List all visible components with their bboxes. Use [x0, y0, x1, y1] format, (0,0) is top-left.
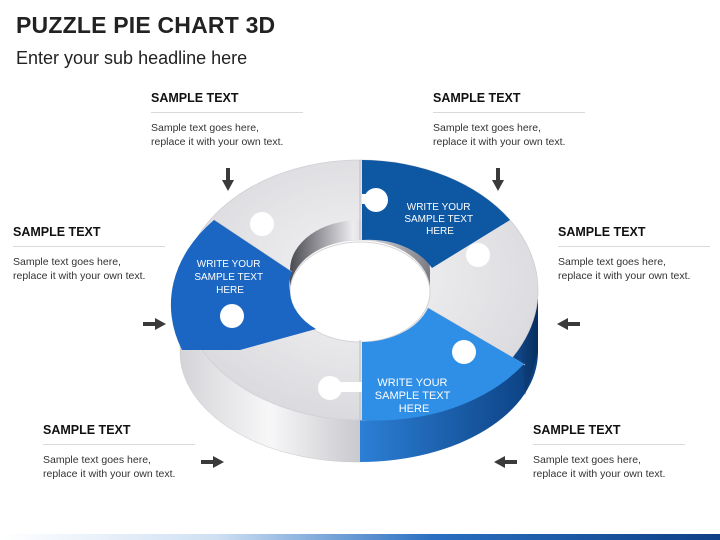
- callout-body: Sample text goes here, replace it with y…: [151, 121, 311, 149]
- puzzle-knob: [250, 212, 274, 236]
- callout-body: Sample text goes here, replace it with y…: [558, 255, 718, 283]
- callout-heading: SAMPLE TEXT: [433, 91, 585, 113]
- arrow-down-icon: [492, 168, 504, 191]
- callout-line: Sample text goes here,: [558, 256, 666, 268]
- callout-heading: SAMPLE TEXT: [558, 225, 710, 247]
- puzzle-knob: [220, 304, 244, 328]
- callout-line: replace it with your own text.: [43, 468, 176, 480]
- callout-top-right: SAMPLE TEXT Sample text goes here, repla…: [433, 91, 593, 149]
- arrow-right-icon: [143, 318, 166, 330]
- callout-body: Sample text goes here, replace it with y…: [43, 453, 203, 481]
- puzzle-piece-top-right: [362, 160, 510, 268]
- callout-middle-right: SAMPLE TEXT Sample text goes here, repla…: [558, 225, 718, 283]
- callout-line: replace it with your own text.: [13, 270, 146, 282]
- callout-top-left: SAMPLE TEXT Sample text goes here, repla…: [151, 91, 311, 149]
- callout-line: Sample text goes here,: [43, 454, 151, 466]
- puzzle-piece-left: [170, 220, 316, 350]
- callout-heading: SAMPLE TEXT: [533, 423, 685, 445]
- puzzle-piece-bottom-right: [362, 308, 524, 421]
- arrow-left-icon: [557, 318, 580, 330]
- piece-label-bottom-right: WRITE YOUR SAMPLE TEXT HERE: [375, 377, 453, 415]
- puzzle-knob: [318, 376, 342, 400]
- piece-label-left: WRITE YOUR SAMPLE TEXT HERE: [194, 259, 265, 296]
- callout-middle-left: SAMPLE TEXT Sample text goes here, repla…: [13, 225, 173, 283]
- callout-line: Sample text goes here,: [433, 122, 541, 134]
- arrow-left-icon: [494, 456, 517, 468]
- callout-heading: SAMPLE TEXT: [151, 91, 303, 113]
- callout-line: Sample text goes here,: [151, 122, 259, 134]
- page-title: PUZZLE PIE CHART 3D: [16, 12, 276, 38]
- ring-side-right-blue: [360, 290, 538, 462]
- callout-body: Sample text goes here, replace it with y…: [533, 453, 693, 481]
- arrow-right-icon: [201, 456, 224, 468]
- callout-heading: SAMPLE TEXT: [13, 225, 165, 247]
- callout-line: replace it with your own text.: [151, 136, 284, 148]
- callout-body: Sample text goes here, replace it with y…: [433, 121, 593, 149]
- puzzle-knob: [452, 340, 476, 364]
- page-subtitle: Enter your sub headline here: [16, 48, 248, 68]
- callout-line: replace it with your own text.: [533, 468, 666, 480]
- bottom-accent-bar: [0, 534, 720, 540]
- callout-line: Sample text goes here,: [533, 454, 641, 466]
- callout-body: Sample text goes here, replace it with y…: [13, 255, 173, 283]
- piece-label-top-right: WRITE YOUR SAMPLE TEXT HERE: [404, 202, 475, 237]
- callout-line: replace it with your own text.: [558, 270, 691, 282]
- callout-bottom-right: SAMPLE TEXT Sample text goes here, repla…: [533, 423, 693, 481]
- arrow-down-icon: [222, 168, 234, 191]
- callout-line: replace it with your own text.: [433, 136, 566, 148]
- callout-bottom-left: SAMPLE TEXT Sample text goes here, repla…: [43, 423, 203, 481]
- callout-line: Sample text goes here,: [13, 256, 121, 268]
- puzzle-knob-neck: [362, 194, 376, 204]
- puzzle-knob: [466, 243, 490, 267]
- puzzle-knob-neck: [340, 382, 362, 392]
- callout-heading: SAMPLE TEXT: [43, 423, 195, 445]
